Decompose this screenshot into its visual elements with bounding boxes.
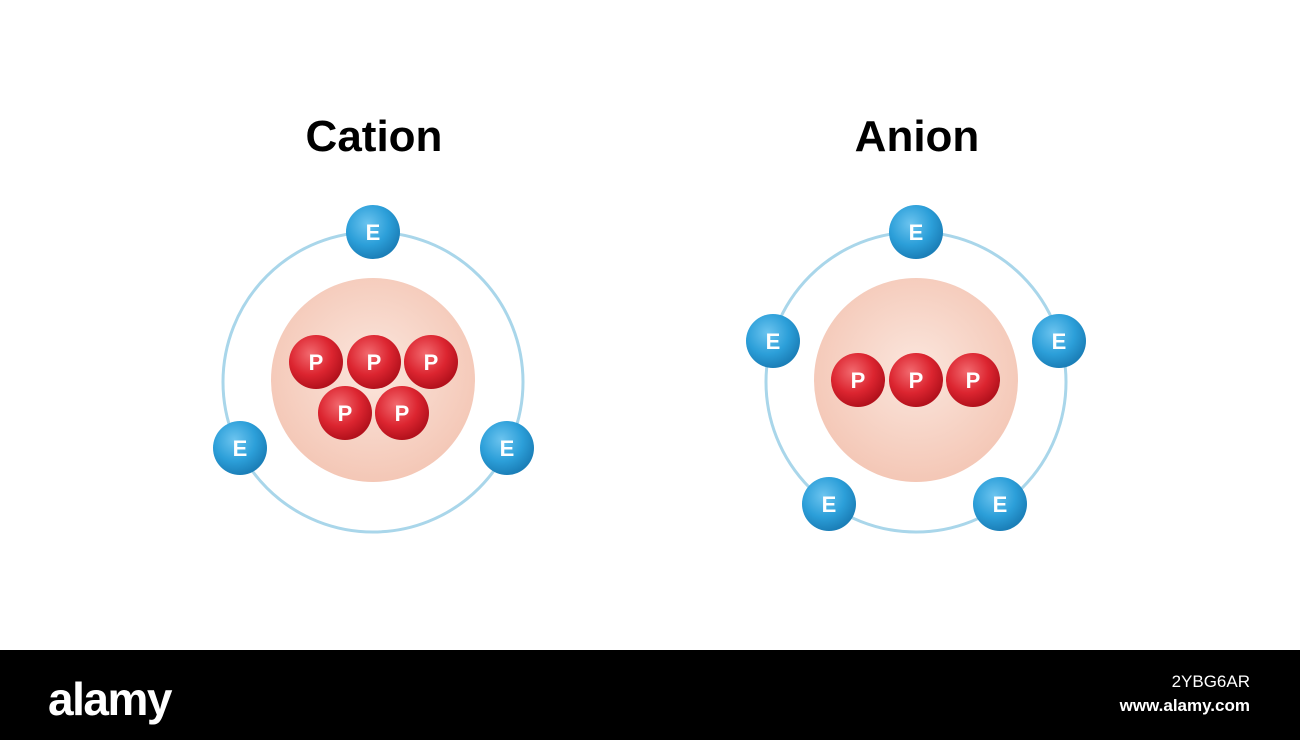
electron: E — [802, 477, 856, 531]
svg-text:P: P — [909, 368, 924, 393]
cation-title: Cation — [305, 112, 443, 161]
electron: E — [346, 205, 400, 259]
atom-diagrams: P P P P P E E — [213, 205, 1086, 534]
svg-text:P: P — [367, 350, 382, 375]
anion-atom: P P P E E E E — [746, 205, 1086, 534]
proton: P — [889, 353, 943, 407]
svg-text:P: P — [309, 350, 324, 375]
svg-text:E: E — [366, 220, 381, 245]
site-url: www.alamy.com — [1119, 696, 1250, 715]
proton: P — [347, 335, 401, 389]
electron: E — [480, 421, 534, 475]
diagram-canvas: Cation Anion P — [213, 112, 1086, 534]
electron: E — [973, 477, 1027, 531]
svg-text:E: E — [993, 492, 1008, 517]
image-id: 2YBG6AR — [1171, 672, 1250, 691]
proton: P — [318, 386, 372, 440]
anion-title: Anion — [854, 112, 980, 161]
electron: E — [213, 421, 267, 475]
svg-text:P: P — [966, 368, 981, 393]
brand-logo: alamy — [48, 673, 172, 725]
svg-text:E: E — [909, 220, 924, 245]
proton: P — [404, 335, 458, 389]
electron: E — [1032, 314, 1086, 368]
svg-text:E: E — [822, 492, 837, 517]
svg-text:P: P — [424, 350, 439, 375]
electron: E — [746, 314, 800, 368]
svg-text:P: P — [338, 401, 353, 426]
svg-text:P: P — [851, 368, 866, 393]
electron: E — [889, 205, 943, 259]
proton: P — [375, 386, 429, 440]
svg-text:P: P — [395, 401, 410, 426]
cation-atom: P P P P P E E — [213, 205, 534, 534]
proton: P — [289, 335, 343, 389]
svg-text:E: E — [766, 329, 781, 354]
watermark-bar: alamy 2YBG6AR www.alamy.com — [0, 650, 1300, 740]
svg-text:E: E — [500, 436, 515, 461]
svg-text:E: E — [233, 436, 248, 461]
proton: P — [831, 353, 885, 407]
svg-text:E: E — [1052, 329, 1067, 354]
proton: P — [946, 353, 1000, 407]
